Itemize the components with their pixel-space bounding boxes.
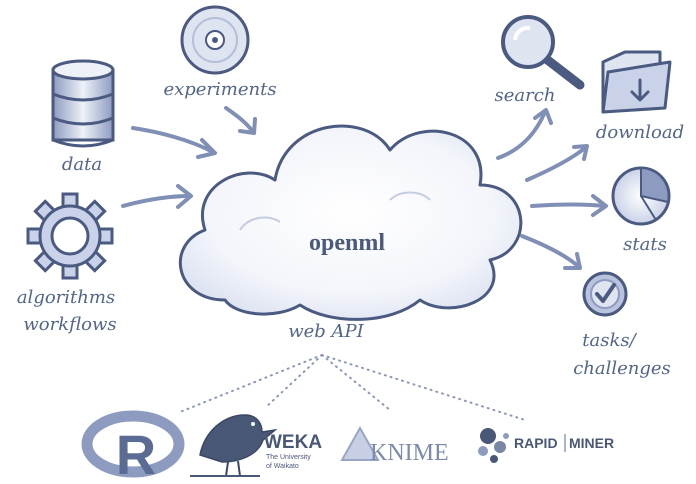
weka-logo: WEKA The University of Waikato	[190, 414, 322, 477]
disc-icon	[180, 5, 250, 75]
web-api-label: web API	[288, 321, 364, 342]
r-logo: R	[81, 410, 185, 484]
svg-text:RAPID: RAPID	[514, 435, 558, 451]
data-arrowhead	[196, 138, 217, 159]
folder-download-icon	[601, 50, 672, 114]
experiments-arrowhead	[238, 117, 257, 135]
stats-arrow	[530, 202, 607, 208]
openml-cloud	[178, 124, 523, 321]
weka-bird-icon	[190, 414, 278, 477]
svg-text:MINER: MINER	[569, 435, 614, 451]
experiments-arrow	[224, 106, 256, 135]
search-arrow	[496, 110, 547, 160]
cloud-title: openml	[309, 230, 385, 256]
stats-label: stats	[623, 234, 667, 255]
svg-text:The University: The University	[266, 454, 311, 461]
gear-icon	[26, 192, 114, 280]
search-label: search	[495, 85, 556, 106]
download-label: download	[596, 122, 684, 143]
tasks-arrow	[520, 234, 580, 268]
algorithms-arrow	[121, 194, 192, 208]
rapidminer-dots-icon	[478, 428, 509, 463]
download-arrow	[525, 146, 587, 182]
rapidminer-logo: RAPID MINER	[478, 428, 614, 463]
check-icon	[582, 271, 628, 317]
download-arrowhead	[572, 144, 589, 161]
algorithms-arrowhead	[176, 184, 193, 209]
dotted-connectors	[179, 354, 526, 421]
data-arrow	[131, 126, 215, 154]
tasks-label: tasks/	[582, 330, 637, 351]
knime-logo: KNIME	[340, 425, 449, 466]
search-arrowhead	[533, 108, 553, 125]
svg-text:KNIME: KNIME	[370, 440, 449, 466]
svg-text:of Waikato: of Waikato	[266, 463, 299, 470]
svg-text:R: R	[116, 423, 156, 484]
svg-text:WEKA: WEKA	[264, 432, 322, 453]
challenges-label: challenges	[573, 358, 671, 379]
search-icon	[501, 15, 585, 90]
pie-chart-icon	[611, 166, 671, 226]
experiments-label: experiments	[163, 79, 276, 100]
workflows-label: workflows	[23, 314, 116, 335]
algorithms-label: algorithms	[17, 287, 115, 308]
data-label: data	[62, 154, 102, 175]
database-icon	[51, 59, 115, 148]
tasks-arrowhead	[563, 252, 582, 270]
stats-arrowhead	[591, 194, 608, 217]
